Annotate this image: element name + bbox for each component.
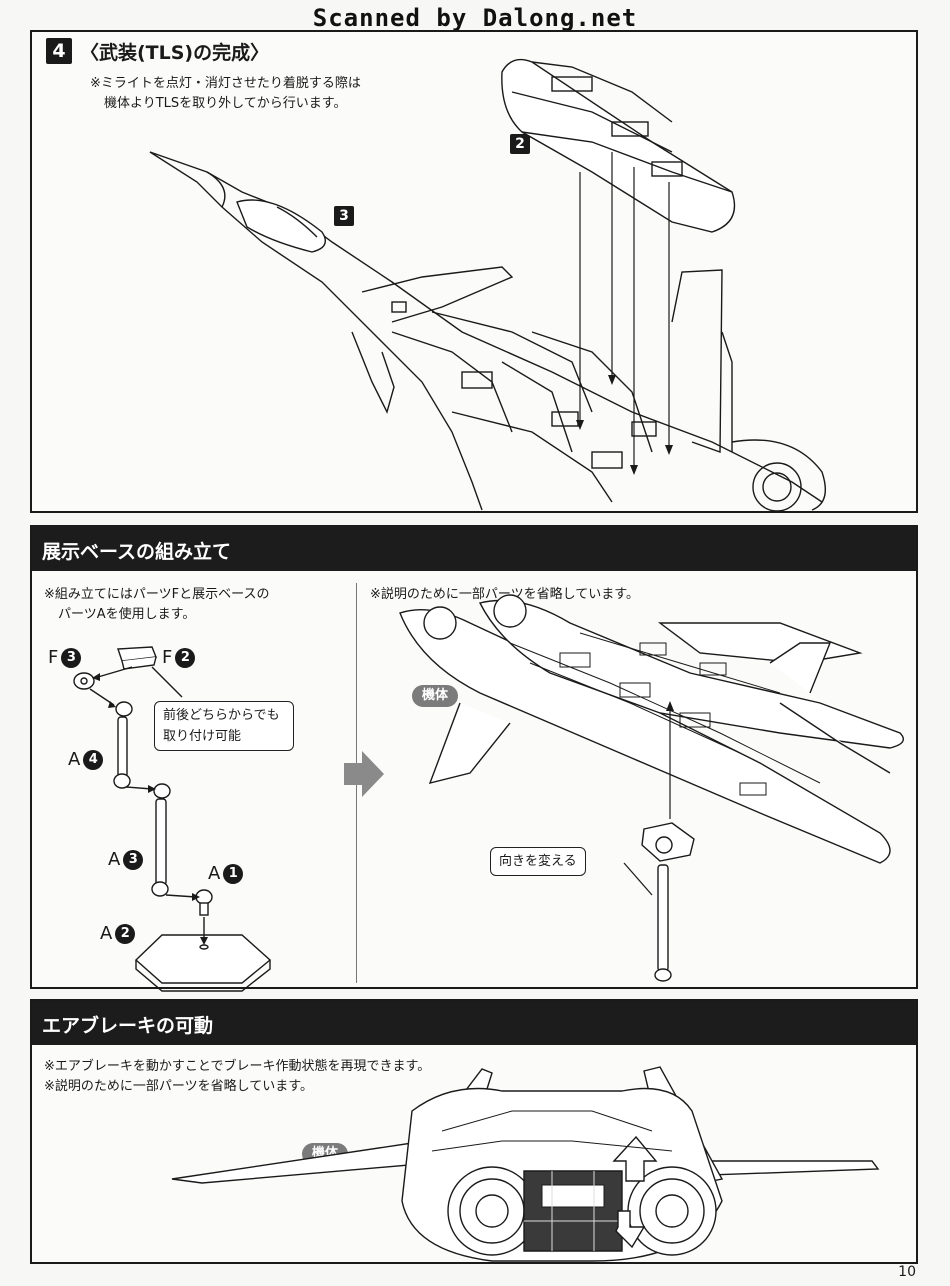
section-header-bar: エアブレーキの可動	[32, 1001, 916, 1045]
base-note-line-2: パーツAを使用します。	[58, 607, 196, 622]
callout-change-direction: 向きを変える	[490, 847, 586, 876]
section-header-title: 展示ベースの組み立て	[42, 541, 232, 563]
page-number: 10	[898, 1264, 916, 1280]
body-label-pill: 機体	[412, 685, 459, 707]
base-note-line-1: ※組み立てにはパーツFと展示ベースの	[44, 587, 270, 602]
callout-either-direction: 前後どちらからでも 取り付け可能	[154, 701, 294, 751]
part-callout-2: 2	[510, 134, 530, 154]
step-4-panel: 4 〈武装(TLS)の完成〉 ※ミライトを点灯・消灯させたり着脱する際は 機体よ…	[30, 30, 918, 513]
display-base-panel: 展示ベースの組み立て ※組み立てにはパーツFと展示ベースの パーツAを使用します…	[30, 525, 918, 992]
brake-note-line-2: ※説明のために一部パーツを省略しています。	[44, 1079, 313, 1094]
section-header-title: エアブレーキの可動	[42, 1015, 214, 1037]
section-header-bar: 展示ベースの組み立て	[32, 527, 916, 571]
step-note-line-2: 機体よりTLSを取り外してから行います。	[104, 96, 347, 111]
brake-note-line-1: ※エアブレーキを動かすことでブレーキ作動状態を再現できます。	[44, 1059, 431, 1074]
step-title: 〈武装(TLS)の完成〉	[80, 42, 270, 64]
scan-watermark: Scanned by Dalong.net	[312, 4, 638, 32]
air-brake-panel: エアブレーキの可動 ※エアブレーキを動かすことでブレーキ作動状態を再現できます。…	[30, 999, 918, 1264]
stand-parts-illustration	[73, 646, 272, 992]
base-note-right: ※説明のために一部パーツを省略しています。	[370, 587, 639, 602]
part-callout-3: 3	[334, 206, 354, 226]
jet-underside-illustration	[399, 594, 904, 982]
jet-fighter-illustration	[149, 58, 826, 512]
step-number-badge: 4	[46, 38, 72, 64]
next-step-arrow-icon	[344, 751, 384, 797]
step-note-line-1: ※ミライトを点灯・消灯させたり着脱する際は	[90, 76, 361, 91]
jet-rear-illustration	[171, 1066, 880, 1262]
